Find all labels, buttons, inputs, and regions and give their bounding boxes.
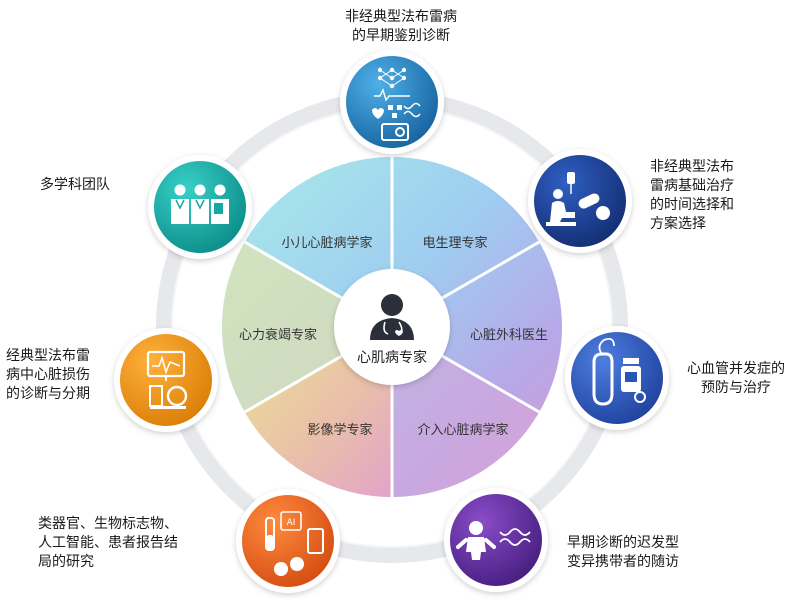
node-label-classic-cardiac-staging: 经典型法布雷 病中心脏损伤 的诊断与分期 [6, 348, 90, 402]
node-label-late-onset-follow-up: 早期诊断的迟发型 变异携带者的随访 [567, 535, 679, 570]
node-label-baseline-therapy: 非经典型法布 雷病基础治疗 的时间选择和 方案选择 [650, 159, 734, 232]
node-research: AI [236, 489, 340, 593]
segment-label-pediatric-cardiologist: 小儿心脏病学家 [281, 235, 372, 251]
segment-label-imaging-specialist: 影像学专家 [307, 422, 372, 438]
center-label: 心肌病专家 [357, 349, 427, 366]
svg-text:AI: AI [287, 518, 296, 528]
node-cardiovascular-complications [565, 326, 669, 430]
node-late-onset-follow-up [444, 488, 548, 592]
node-label-early-diagnosis: 非经典型法布雷病 的早期鉴别诊断 [345, 9, 457, 44]
medical-team-icon [171, 184, 229, 224]
ai-analysis-icon [372, 67, 421, 141]
node-baseline-therapy [528, 149, 632, 253]
node-early-diagnosis [340, 50, 444, 154]
ecg-scanner-icon [146, 350, 188, 409]
node-label-research: 类器官、生物标志物、 人工智能、患者报告结 局的研究 [38, 516, 178, 570]
node-multidisciplinary-team [148, 155, 252, 259]
doctor-stethoscope-icon [370, 294, 414, 340]
node-label-multidisciplinary-team: 多学科团队 [40, 177, 110, 193]
node-label-cardiovascular-complications: 心血管并发症的 预防与治疗 [687, 361, 785, 396]
segment-label-cardiac-surgeon: 心脏外科医生 [470, 328, 548, 343]
baby-dna-icon [456, 521, 531, 560]
specialist-wheel [222, 157, 562, 497]
segment-label-interventional-cardiologist: 介入心脏病学家 [417, 422, 508, 438]
segment-label-heart-failure-specialist: 心力衰竭专家 [239, 327, 317, 343]
node-classic-cardiac-staging [114, 328, 218, 432]
ai-lab-icon: AI [265, 511, 324, 576]
segment-label-electrophysiologist: 电生理专家 [422, 235, 487, 251]
pacemaker-medicine-icon [592, 337, 646, 406]
infusion-therapy-icon [546, 172, 610, 226]
center-hub: 心肌病专家 [334, 269, 450, 385]
